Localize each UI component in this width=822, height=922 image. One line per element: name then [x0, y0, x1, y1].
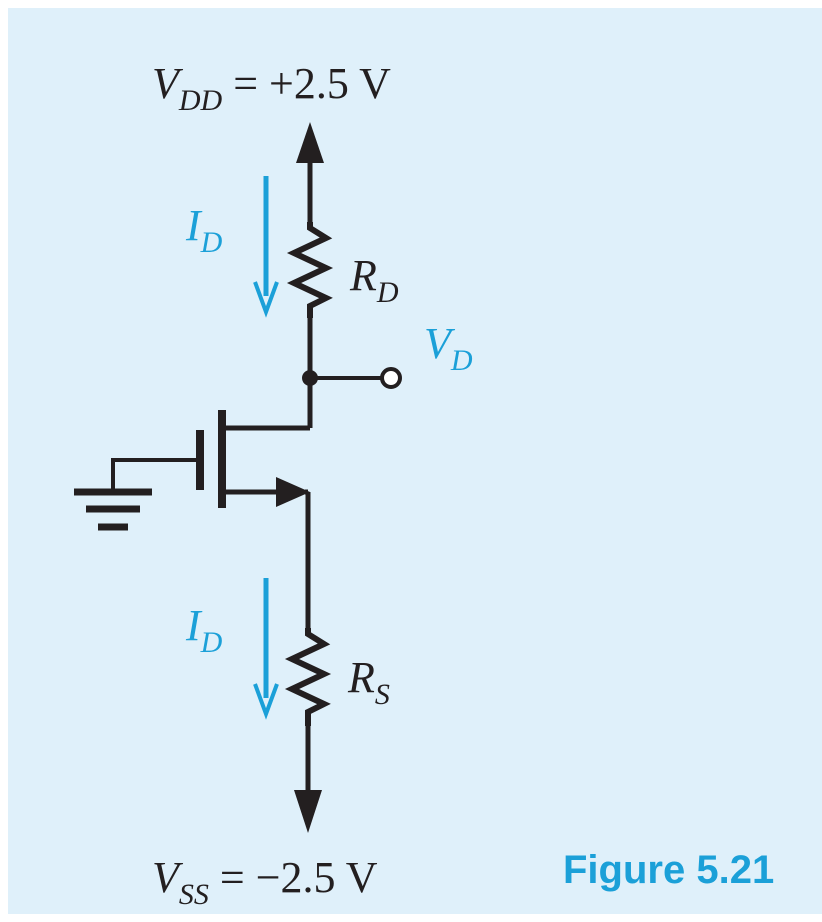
figure-caption: Figure 5.21 [563, 848, 775, 892]
nmos-transistor [196, 410, 311, 628]
vd-label: VD [424, 319, 473, 377]
id-label-bottom: ID [185, 601, 223, 659]
vdd-label: VDD = +2.5 V [152, 59, 391, 117]
vss-arrowhead [294, 790, 322, 833]
ground-icon [74, 488, 152, 531]
id-label-top: ID [185, 201, 223, 259]
gate-ground-wire [111, 458, 200, 492]
vd-output-terminal [380, 367, 402, 389]
vdd-arrowhead [296, 122, 324, 163]
id-arrowhead-top [253, 281, 279, 318]
rs-label: RS [347, 653, 390, 711]
vss-label: VSS = −2.5 V [152, 853, 378, 911]
rd-label: RD [349, 251, 399, 309]
source-arrow [276, 477, 310, 507]
id-arrowhead-bottom [253, 683, 279, 720]
rd-resistor [286, 222, 334, 318]
rs-resistor [284, 628, 332, 726]
